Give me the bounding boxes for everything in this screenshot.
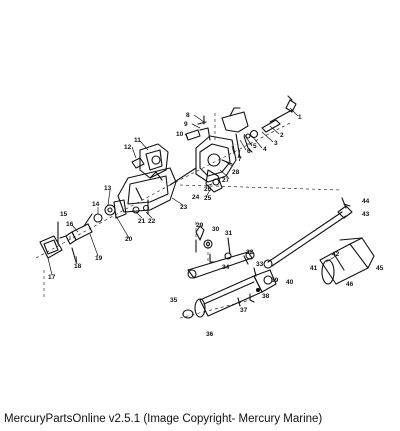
callout-2: 2 [280,132,284,139]
callout-9: 9 [184,121,188,128]
callout-20: 20 [125,236,133,243]
centerlines [35,112,341,319]
callout-29: 29 [196,222,204,229]
callout-38: 38 [262,293,270,300]
callout-34: 34 [222,264,230,271]
shift-linkage-left [39,204,116,263]
callout-4: 4 [263,146,267,153]
callout-7: 7 [238,156,242,163]
callout-21: 21 [138,218,146,225]
callout-45: 45 [376,265,384,272]
copyright-footer: MercuryPartsOnline v2.5.1 (Image Copyrig… [4,413,323,425]
callout-31: 31 [225,230,233,237]
callout-19: 19 [95,255,103,262]
callout-10: 10 [176,131,184,138]
callout-6: 6 [247,148,251,155]
leader-lines [47,107,299,276]
callout-41: 41 [310,265,318,272]
callout-44: 44 [362,198,370,205]
callout-14: 14 [92,201,100,208]
callout-30: 30 [212,226,220,233]
callout-46: 46 [346,281,354,288]
callout-32: 32 [246,249,254,256]
exploded-parts-diagram: 1 2 3 4 5 6 7 8 9 10 11 12 13 14 15 16 1… [35,95,384,338]
steering-cylinder [182,269,277,319]
callout-43: 43 [362,211,370,218]
callout-42: 42 [332,251,340,258]
callout-39: 39 [271,277,279,284]
callout-18: 18 [74,263,82,270]
callout-22: 22 [148,218,156,225]
central-mount-assembly [169,115,237,193]
cylinder-sleeve [319,237,375,285]
lower-linkage-parts [187,197,353,279]
callout-17: 17 [48,274,56,281]
callout-11: 11 [134,137,141,144]
callout-13: 13 [104,185,112,192]
callout-23: 23 [180,204,188,211]
callout-26: 26 [204,186,212,193]
callout-3: 3 [274,140,278,147]
throttle-bracket-assembly [113,143,177,219]
callout-40: 40 [286,279,294,286]
callout-37: 37 [240,307,248,314]
callout-28: 28 [232,169,240,176]
callout-35: 35 [170,297,178,304]
callout-16: 16 [66,221,74,228]
callout-24: 24 [192,194,200,201]
callout-5: 5 [253,143,257,150]
upper-linkage-assembly [221,95,297,159]
callout-25: 25 [204,195,212,202]
callout-15: 15 [60,211,68,218]
callout-36: 36 [206,331,214,338]
callout-12: 12 [124,144,132,151]
callout-8: 8 [186,112,190,119]
callout-27: 27 [222,177,230,184]
callout-33: 33 [256,261,264,268]
callout-labels: 1 2 3 4 5 6 7 8 9 10 11 12 13 14 15 16 1… [48,112,384,338]
callout-1: 1 [298,114,302,121]
tie-rod [263,211,347,269]
